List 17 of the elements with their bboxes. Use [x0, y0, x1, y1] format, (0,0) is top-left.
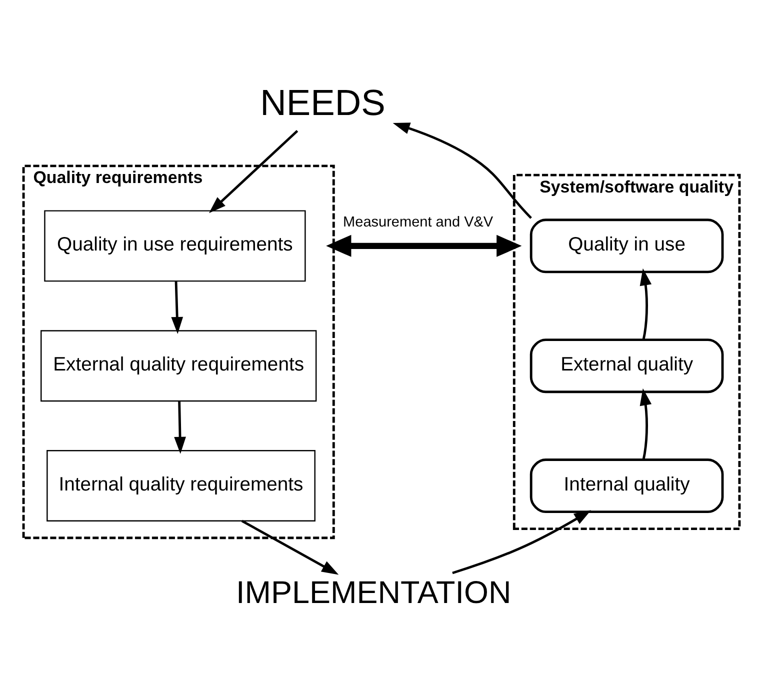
- node-box: Internal quality: [529, 458, 724, 513]
- arrow: [208, 129, 298, 213]
- node-box: External quality requirements: [40, 330, 316, 402]
- arrow: [174, 400, 186, 454]
- arrow: [392, 122, 532, 218]
- node-box: Quality in use requirements: [44, 210, 306, 282]
- edge-label: Measurement and V&V: [342, 214, 493, 230]
- arrow: [326, 234, 522, 256]
- arrow: [639, 388, 652, 460]
- node-box: Internal quality requirements: [46, 450, 315, 522]
- node-box: External quality: [529, 338, 724, 393]
- node-text: IMPLEMENTATION: [236, 574, 511, 610]
- node-box: Quality in use: [529, 218, 724, 273]
- arrow: [452, 510, 591, 574]
- arrow: [639, 268, 652, 340]
- node-text: NEEDS: [260, 82, 385, 123]
- arrow: [170, 280, 183, 334]
